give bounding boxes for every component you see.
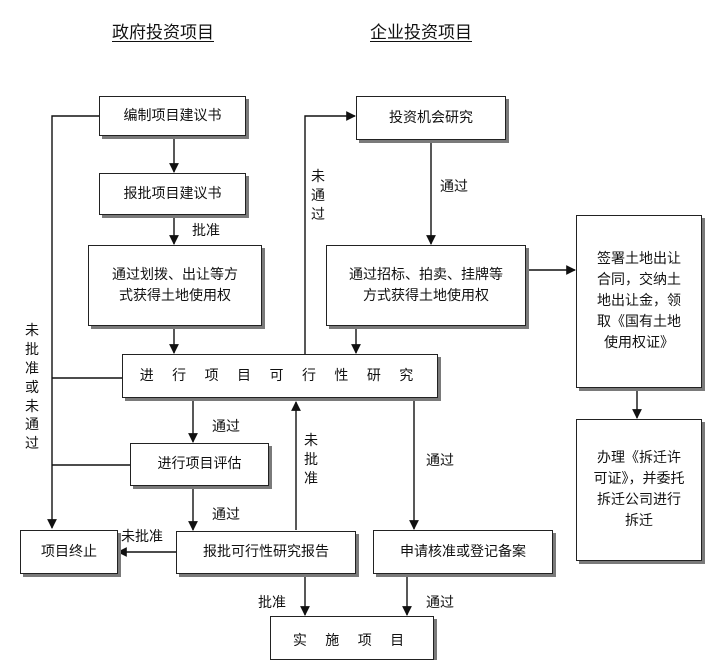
label-pass-opportunity: 通过 <box>440 179 468 195</box>
box-project-evaluation: 进行项目评估 <box>130 443 269 486</box>
label-pass-evaluation: 通过 <box>212 419 240 435</box>
box-apply-approval: 申请核准或登记备案 <box>373 530 553 574</box>
label-not-approved-vertical: 未 批 准 <box>304 433 318 487</box>
box-gov-land-use: 通过划拨、出让等方 式获得土地使用权 <box>88 245 262 326</box>
box-demolition-permit: 办理《拆迁许 可证》，并委托 拆迁公司进行 拆迁 <box>576 419 702 561</box>
label-approve-proposal: 批准 <box>192 223 220 239</box>
box-feasibility-study: 进 行 项 目 可 行 性 研 究 <box>122 354 438 398</box>
enterprise-title: 企业投资项目 <box>370 23 472 43</box>
government-title: 政府投资项目 <box>112 23 214 43</box>
box-investment-opportunity: 投资机会研究 <box>356 96 506 140</box>
box-sign-land-contract: 签署土地出让 合同，交纳土 地出让金，领 取《国有土地 使用权证》 <box>576 215 702 388</box>
connector-lines <box>47 111 642 616</box>
arrow-feasibility-e1 <box>304 111 356 354</box>
label-pass-apply: 通过 <box>426 453 454 469</box>
box-submit-feasibility-report: 报批可行性研究报告 <box>176 531 356 574</box>
box-compile-proposal: 编制项目建议书 <box>99 96 246 136</box>
box-implement-project: 实 施 项 目 <box>270 616 434 660</box>
label-not-approved-or-failed: 未 批 准 或 未 通 过 <box>25 323 39 453</box>
box-submit-proposal: 报批项目建议书 <box>99 173 246 215</box>
line-g1-left <box>47 115 99 529</box>
box-ent-land-use: 通过招标、拍卖、挂牌等 方式获得土地使用权 <box>326 245 526 326</box>
label-not-approved-horizontal: 未批准 <box>121 529 163 545</box>
label-not-passed-vertical: 未 通 过 <box>311 169 325 223</box>
box-project-terminated: 项目终止 <box>20 530 118 574</box>
label-pass-report: 通过 <box>212 507 240 523</box>
label-approve-implement: 批准 <box>258 595 286 611</box>
label-pass-implement: 通过 <box>426 595 454 611</box>
